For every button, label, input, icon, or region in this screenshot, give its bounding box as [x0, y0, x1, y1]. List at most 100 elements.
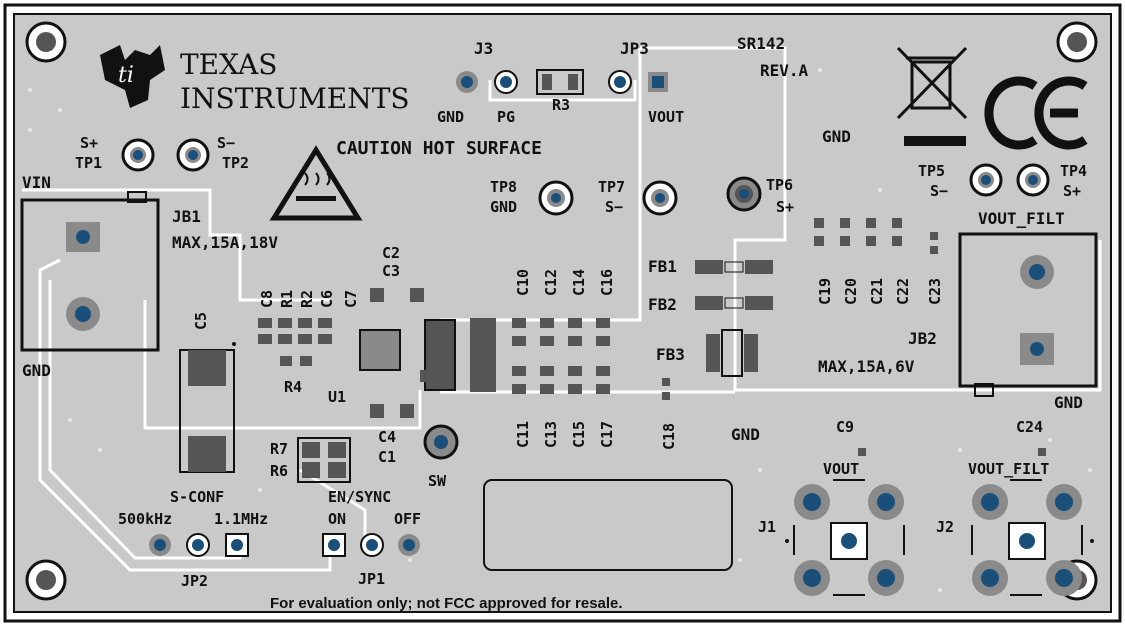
label-r4: R4	[284, 378, 302, 396]
label-tp1-sign: S+	[80, 134, 98, 152]
label-r7: R7	[270, 440, 288, 458]
label-j2: J2	[936, 518, 954, 536]
label-c3: C3	[382, 262, 400, 280]
label-c14: C14	[570, 269, 588, 296]
label-c5: C5	[192, 312, 210, 330]
label-off: OFF	[394, 510, 421, 528]
label-jb1: JB1	[172, 207, 201, 226]
label-c1: C1	[378, 448, 396, 466]
board-revision: REV.A	[760, 61, 809, 80]
caps-c19-c23	[814, 218, 938, 254]
jp2-header	[149, 533, 249, 557]
label-u1: U1	[328, 388, 346, 406]
label-c12: C12	[542, 269, 560, 296]
sw-test-point	[423, 424, 459, 460]
label-tp7-sign: S−	[605, 198, 623, 216]
label-r1: R1	[278, 290, 296, 308]
label-tp5: TP5	[918, 162, 945, 180]
label-gnd-j3: GND	[437, 108, 464, 126]
ferrite-beads	[695, 260, 773, 377]
jp1-header	[322, 533, 420, 557]
jb2-terminal-block	[958, 232, 1098, 397]
label-fb3: FB3	[656, 345, 685, 364]
label-jb1-rating: MAX,15A,18V	[172, 233, 278, 252]
label-vout-filt-j2: VOUT_FILT	[968, 460, 1049, 478]
copper-outlines	[22, 46, 1102, 572]
test-points-tp6-tp8	[538, 176, 762, 216]
label-c13: C13	[542, 421, 560, 448]
label-vout-j1: VOUT	[823, 460, 859, 478]
j3-pins	[456, 70, 668, 94]
label-r6: R6	[270, 462, 288, 480]
label-vin: VIN	[22, 173, 51, 192]
label-j3: J3	[474, 39, 493, 58]
label-gnd-right: GND	[1054, 393, 1083, 412]
c24-cap	[1038, 448, 1046, 456]
label-on: ON	[328, 510, 346, 528]
board-id: SR142	[737, 34, 785, 53]
label-c18: C18	[660, 423, 678, 450]
label-tp6: TP6	[766, 176, 793, 194]
ce-mark-icon	[984, 76, 1088, 150]
c5-capacitor	[179, 342, 236, 473]
via-dots	[28, 68, 1092, 592]
jb1-terminal-block	[20, 191, 160, 352]
brand-line2: INSTRUMENTS	[180, 82, 410, 115]
label-c22: C22	[894, 278, 912, 305]
label-jp2: JP2	[181, 572, 208, 590]
label-tp2-sign: S−	[217, 134, 235, 152]
label-500khz: 500kHz	[118, 510, 172, 528]
label-tp8-gnd: GND	[490, 198, 517, 216]
label-s-conf: S-CONF	[170, 488, 224, 506]
test-points-tp1-tp2	[121, 138, 210, 172]
labels-c10-c18: C10 C12 C14 C16 C11 C13 C15 C17 C18	[514, 269, 678, 450]
label-gnd-mid: GND	[731, 425, 760, 444]
label-c21: C21	[868, 278, 886, 305]
label-c24: C24	[1016, 418, 1043, 436]
svg-text:ti: ti	[118, 63, 134, 88]
r6-r7-resistors	[297, 437, 351, 483]
caution-text: CAUTION HOT SURFACE	[336, 138, 542, 159]
label-tp4: TP4	[1060, 162, 1087, 180]
label-sw: SW	[428, 472, 447, 490]
label-tp6-sign: S+	[776, 198, 794, 216]
label-fb1: FB1	[648, 257, 677, 276]
label-jb2: JB2	[908, 329, 937, 348]
label-1-1mhz: 1.1MHz	[214, 510, 268, 528]
label-c9: C9	[836, 418, 854, 436]
j1-sma-connector	[785, 479, 905, 596]
hot-surface-icon	[269, 145, 363, 221]
label-tp8: TP8	[490, 178, 517, 196]
label-area	[483, 479, 733, 571]
weee-bin-icon	[896, 46, 968, 146]
labels-c19-c23: C19 C20 C21 C22 C23	[816, 278, 944, 305]
label-pg: PG	[497, 108, 515, 126]
r3-resistor	[536, 69, 584, 95]
label-c7: C7	[342, 290, 360, 308]
j2-sma-connector	[971, 479, 1094, 596]
label-c20: C20	[842, 278, 860, 305]
test-points-tp4-tp5	[969, 163, 1050, 197]
labels-control: C8 R1 R2 C6 C7 C5	[192, 290, 360, 330]
label-tp5-sign: S−	[930, 182, 948, 200]
label-c11: C11	[514, 421, 532, 448]
label-c10: C10	[514, 269, 532, 296]
label-gnd-left: GND	[22, 361, 51, 380]
label-c2: C2	[382, 244, 400, 262]
label-en-sync: EN/SYNC	[328, 488, 391, 506]
caps-c10-c17	[512, 318, 670, 400]
label-tp1: TP1	[75, 154, 102, 172]
label-jp1: JP1	[358, 570, 385, 588]
c9-cap	[858, 448, 866, 456]
label-c16: C16	[598, 269, 616, 296]
footer-note: For evaluation only; not FCC approved fo…	[270, 595, 623, 612]
label-r2: R2	[298, 290, 316, 308]
label-jb2-rating: MAX,15A,6V	[818, 357, 915, 376]
label-c6: C6	[318, 290, 336, 308]
label-jp3: JP3	[620, 39, 649, 58]
inductor	[424, 318, 496, 392]
label-vout-j3: VOUT	[648, 108, 684, 126]
label-tp7: TP7	[598, 178, 625, 196]
label-tp4-sign: S+	[1063, 182, 1081, 200]
